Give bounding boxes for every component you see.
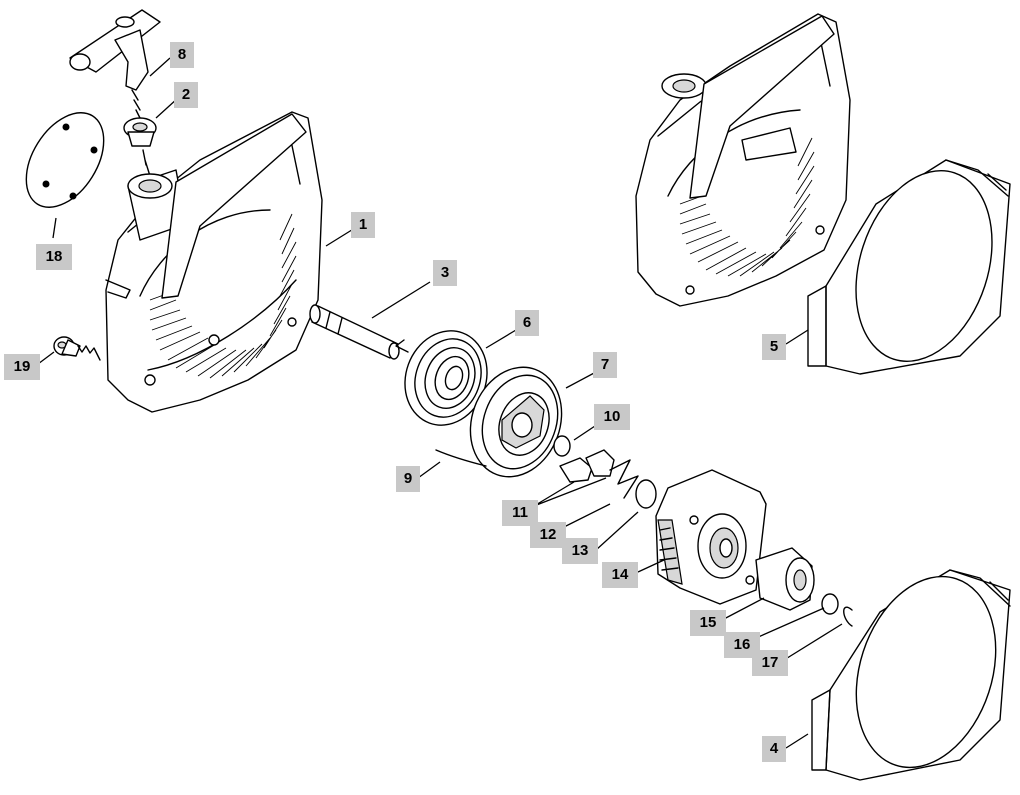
label-14: 14 [602,562,638,588]
washer-small [553,435,571,457]
label-11: 11 [502,500,538,526]
screw-with-spring [53,336,101,361]
label-7: 7 [593,352,617,378]
label-19: 19 [4,354,40,380]
shroud-upper [807,159,1011,375]
rope-guide-bush [123,117,157,147]
label-17: 17 [752,650,788,676]
label-13: 13 [562,538,598,564]
rope-segment [435,449,487,467]
spring-clip [609,459,639,499]
spindle [309,304,400,360]
rope-rotor [469,366,563,478]
shroud-lower [811,569,1011,781]
washer-large [635,479,657,509]
washer-16 [821,593,839,615]
rewind-spring [395,330,488,426]
assembled-housing [635,13,851,307]
label-18: 18 [36,244,72,270]
label-6: 6 [515,310,539,336]
label-2: 2 [174,82,198,108]
fan-housing [105,111,323,413]
leader-lines [37,57,843,749]
label-4: 4 [762,736,786,762]
label-12: 12 [530,522,566,548]
starter-grip [69,9,161,131]
label-10: 10 [594,404,630,430]
label-9: 9 [396,466,420,492]
label-5: 5 [762,334,786,360]
hub-nut [755,547,815,611]
starter-rope [142,149,151,177]
label-8: 8 [170,42,194,68]
carrier [655,469,767,605]
circlip [843,606,853,627]
label-15: 15 [690,610,726,636]
pawls [559,449,615,483]
label-3: 3 [433,260,457,286]
cover-plate [25,112,105,208]
label-1: 1 [351,212,375,238]
